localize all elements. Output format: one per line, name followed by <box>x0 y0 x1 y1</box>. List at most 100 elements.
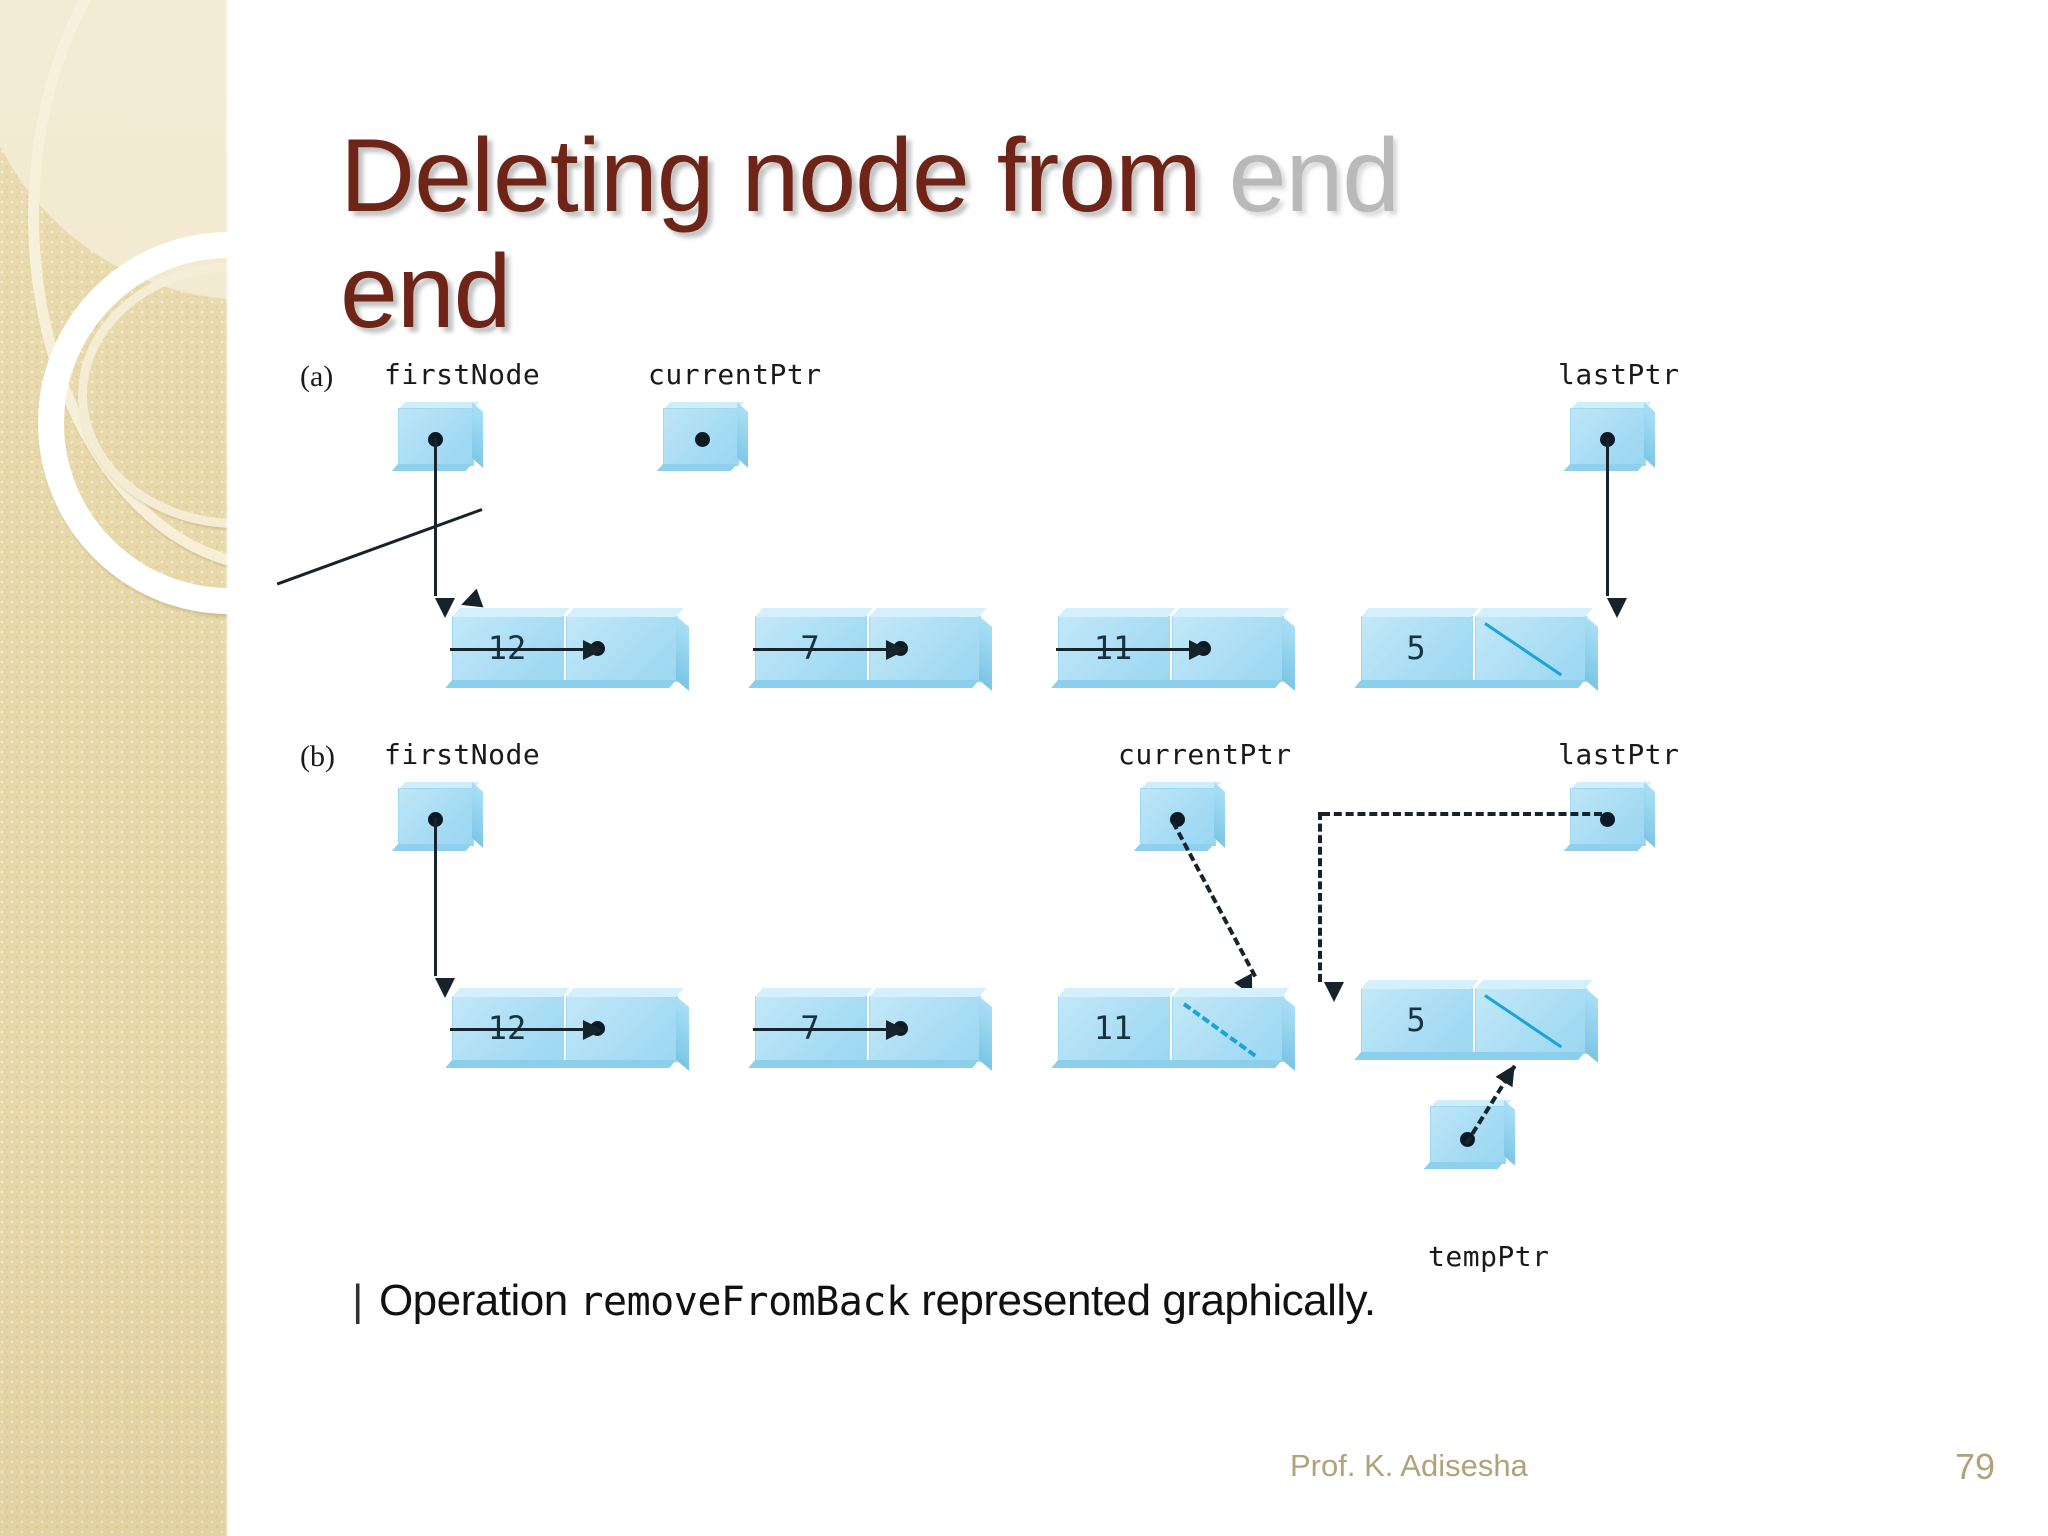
pointer-dot-icon <box>1600 812 1615 827</box>
title-line-2: end <box>340 234 512 351</box>
label-currentptr-a: currentPtr <box>648 358 822 391</box>
node-data-cell <box>1058 996 1170 1062</box>
list-node-7-b: 7 <box>748 988 995 1074</box>
caption-post: represented graphically. <box>909 1276 1376 1325</box>
caption-method-name: removeFromBack <box>579 1279 910 1325</box>
pbox-bottom-face <box>1563 844 1644 851</box>
node-top-face <box>869 608 987 617</box>
pointer-box-firstnode-a <box>391 402 484 471</box>
label-lastptr-b: lastPtr <box>1558 738 1680 771</box>
arrow-line-firstnode-b <box>434 818 437 976</box>
list-node-11-a: 11 <box>1051 608 1298 694</box>
node-bottom-face <box>1354 680 1585 688</box>
arrow-line-12-to-7 <box>450 648 585 651</box>
page-title: Deleting node from end end <box>340 118 1590 351</box>
title-ghost-word: end <box>1228 118 1401 234</box>
node-side-face <box>979 996 992 1071</box>
node-bottom-face <box>1354 1052 1585 1060</box>
pbox-bottom-face <box>1423 1162 1504 1169</box>
node-top-face <box>566 608 684 617</box>
pbox-bottom-face <box>656 464 737 471</box>
node-side-face <box>1585 988 1598 1063</box>
arrow-line-12-to-7-b <box>450 1028 585 1031</box>
arrow-head-7-to-11-b <box>886 1020 906 1040</box>
decorative-sidebar <box>0 0 228 1536</box>
arrow-head-12-to-7 <box>583 640 603 660</box>
title-line-1: Deleting node from <box>340 118 1202 234</box>
label-firstnode-a: firstNode <box>384 358 541 391</box>
node-value: 5 <box>1406 1001 1426 1039</box>
label-tempptr-b: tempPtr <box>1428 1240 1550 1273</box>
list-node-5-a: 5 <box>1354 608 1601 694</box>
sidebar-gradient-overlay <box>0 0 228 1536</box>
label-lastptr-a: lastPtr <box>1558 358 1680 391</box>
pbox-side-face <box>737 402 748 468</box>
pbox-bottom-face <box>391 844 472 851</box>
arrow-head-lastptr-a <box>1607 598 1627 618</box>
list-node-12-a: 12 <box>445 608 692 694</box>
pbox-side-face <box>1644 782 1655 848</box>
label-currentptr-b: currentPtr <box>1118 738 1292 771</box>
list-node-7-a: 7 <box>748 608 995 694</box>
caption-bar: | <box>352 1276 363 1325</box>
node-top-face <box>1475 608 1593 617</box>
pbox-bottom-face <box>391 464 472 471</box>
sidebar-edge-highlight <box>225 0 228 1536</box>
arrow-line-11-to-5 <box>1056 648 1191 651</box>
node-top-face <box>1475 980 1593 989</box>
part-a-tag: (a) <box>300 360 334 393</box>
arrow-head-12-to-7-b <box>583 1020 603 1040</box>
node-side-face <box>979 616 992 691</box>
pointer-box-currentptr-a <box>656 402 749 471</box>
label-firstnode-b: firstNode <box>384 738 541 771</box>
arrow-line-lastptr-horizontal-b <box>1322 812 1602 816</box>
pointer-box-tempptr-b <box>1423 1100 1516 1169</box>
node-link-cell <box>1172 996 1284 1062</box>
node-side-face <box>1282 996 1295 1071</box>
node-side-face <box>1585 616 1598 691</box>
list-node-12-b: 12 <box>445 988 692 1074</box>
list-node-5-b-detached: 5 <box>1354 980 1601 1066</box>
node-bottom-face <box>748 1060 979 1068</box>
pbox-bottom-face <box>1563 464 1644 471</box>
node-side-face <box>1282 616 1295 691</box>
linked-list-figure: (a) firstNode currentPtr lastPtr <box>276 358 1960 1280</box>
node-top-face <box>566 988 684 997</box>
pbox-side-face <box>1504 1100 1515 1166</box>
pointer-box-firstnode-b <box>391 782 484 851</box>
arrow-head-lastptr-b <box>1324 982 1344 1002</box>
node-bottom-face <box>445 680 676 688</box>
node-side-face <box>676 996 689 1071</box>
pbox-side-face <box>1644 402 1655 468</box>
pbox-side-face <box>1214 782 1225 848</box>
node-top-face <box>869 988 987 997</box>
node-bottom-face <box>1051 680 1282 688</box>
arrow-line-lastptr-a <box>1606 438 1609 596</box>
node-value: 11 <box>1093 1009 1133 1047</box>
node-side-face <box>676 616 689 691</box>
pbox-side-face <box>472 782 483 848</box>
node-top-face <box>1172 988 1290 997</box>
node-bottom-face <box>1051 1060 1282 1068</box>
pointer-dot-icon <box>1170 812 1185 827</box>
pointer-dot-icon <box>1460 1132 1475 1147</box>
arrow-line-lastptr-vertical-b <box>1318 812 1322 982</box>
node-data-cell <box>1361 616 1473 682</box>
node-bottom-face <box>748 680 979 688</box>
node-top-face <box>1172 608 1290 617</box>
footer-author: Prof. K. Adisesha <box>1290 1448 1528 1483</box>
node-bottom-face <box>445 1060 676 1068</box>
part-b-tag: (b) <box>300 740 335 773</box>
pointer-dot-icon <box>695 432 710 447</box>
pbox-bottom-face <box>1133 844 1214 851</box>
caption-pre: Operation <box>378 1276 580 1325</box>
pbox-side-face <box>472 402 483 468</box>
footer-page-number: 79 <box>1955 1446 1996 1487</box>
pointer-box-lastptr-a <box>1563 402 1656 471</box>
arrow-head-11-to-5 <box>1189 640 1209 660</box>
pointer-box-lastptr-b <box>1563 782 1656 851</box>
list-node-11-b: 11 <box>1051 988 1298 1074</box>
arrow-line-currentptr-a <box>276 508 483 586</box>
pointer-box-currentptr-b <box>1133 782 1226 851</box>
